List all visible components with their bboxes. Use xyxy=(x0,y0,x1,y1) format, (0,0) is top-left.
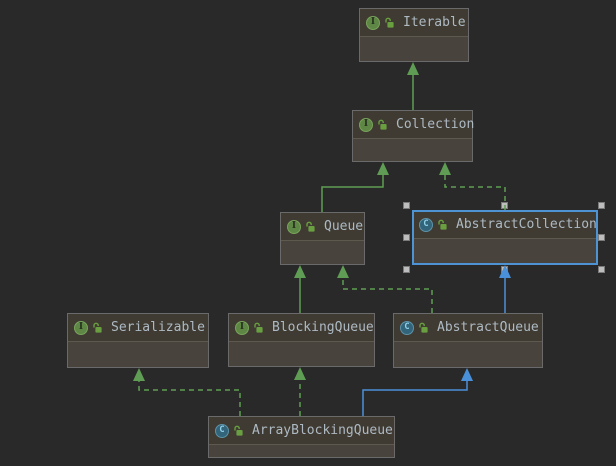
node-body xyxy=(353,139,472,161)
node-label: BlockingQueue xyxy=(272,320,374,335)
node-label: ArrayBlockingQueue xyxy=(252,423,393,438)
node-body xyxy=(394,342,542,367)
node-body xyxy=(360,37,468,61)
node-label: Collection xyxy=(396,117,475,132)
selection-handle-top-left[interactable] xyxy=(403,202,410,209)
node-collection[interactable]: I Collection xyxy=(352,110,475,162)
node-body xyxy=(413,239,597,264)
interface-icon: I xyxy=(235,320,249,335)
node-queue[interactable]: I Queue xyxy=(280,212,365,265)
edge-arrayblockingqueue-implements-serializable[interactable] xyxy=(133,368,241,416)
node-abstract-queue[interactable]: C AbstractQueue xyxy=(393,313,543,368)
node-label: Iterable xyxy=(403,15,466,30)
node-header: C AbstractQueue xyxy=(394,314,542,342)
edge-abstractcollection-implements-collection[interactable] xyxy=(439,162,506,210)
node-header: C ArrayBlockingQueue xyxy=(209,417,394,445)
node-header: I Queue xyxy=(281,213,364,241)
edge-queue-extends-collection[interactable] xyxy=(321,162,389,212)
public-lock-icon xyxy=(378,119,387,130)
edge-blockingqueue-extends-queue[interactable] xyxy=(294,265,306,313)
edge-arrayblockingqueue-extends-abstractqueue[interactable] xyxy=(362,368,473,416)
node-body xyxy=(229,342,374,366)
node-header: I Collection xyxy=(353,111,475,139)
selection-handle-middle-right[interactable] xyxy=(598,234,605,241)
interface-icon: I xyxy=(287,219,301,234)
node-label: Queue xyxy=(324,219,364,234)
class-icon: C xyxy=(419,217,433,232)
public-lock-icon xyxy=(438,219,447,230)
public-lock-icon xyxy=(385,17,394,28)
public-lock-icon xyxy=(254,322,263,333)
node-header: I Serializable xyxy=(68,314,208,342)
selection-handle-bottom-right[interactable] xyxy=(598,266,605,273)
selection-handle-top-right[interactable] xyxy=(598,202,605,209)
node-array-blocking-queue[interactable]: C ArrayBlockingQueue xyxy=(208,416,395,458)
node-label: Serializable xyxy=(111,320,205,335)
public-lock-icon xyxy=(234,425,243,436)
node-serializable[interactable]: I Serializable xyxy=(67,313,209,368)
node-header: I Iterable xyxy=(360,9,468,37)
node-body xyxy=(68,342,208,367)
edge-collection-extends-iterable[interactable] xyxy=(407,62,419,110)
class-icon: C xyxy=(215,423,229,438)
node-body xyxy=(209,445,394,457)
node-header: C AbstractCollection xyxy=(413,211,597,239)
node-header: I BlockingQueue xyxy=(229,314,374,342)
public-lock-icon xyxy=(93,322,102,333)
public-lock-icon xyxy=(306,221,315,232)
selection-handle-bottom-left[interactable] xyxy=(403,266,410,273)
edge-arrayblockingqueue-implements-blockingqueue[interactable] xyxy=(294,367,306,416)
node-abstract-collection[interactable]: C AbstractCollection xyxy=(412,210,598,265)
node-iterable[interactable]: I Iterable xyxy=(359,8,469,62)
edge-abstractqueue-implements-queue[interactable] xyxy=(337,265,433,313)
interface-icon: I xyxy=(74,320,88,335)
class-icon: C xyxy=(400,320,414,335)
interface-icon: I xyxy=(359,117,373,132)
node-label: AbstractQueue xyxy=(437,320,539,335)
node-label: AbstractCollection xyxy=(456,217,597,232)
public-lock-icon xyxy=(419,322,428,333)
node-blocking-queue[interactable]: I BlockingQueue xyxy=(228,313,375,367)
selection-handle-middle-left[interactable] xyxy=(403,234,410,241)
node-body xyxy=(281,241,364,264)
edge-abstractqueue-extends-abstractcollection[interactable] xyxy=(499,265,511,313)
interface-icon: I xyxy=(366,15,380,30)
